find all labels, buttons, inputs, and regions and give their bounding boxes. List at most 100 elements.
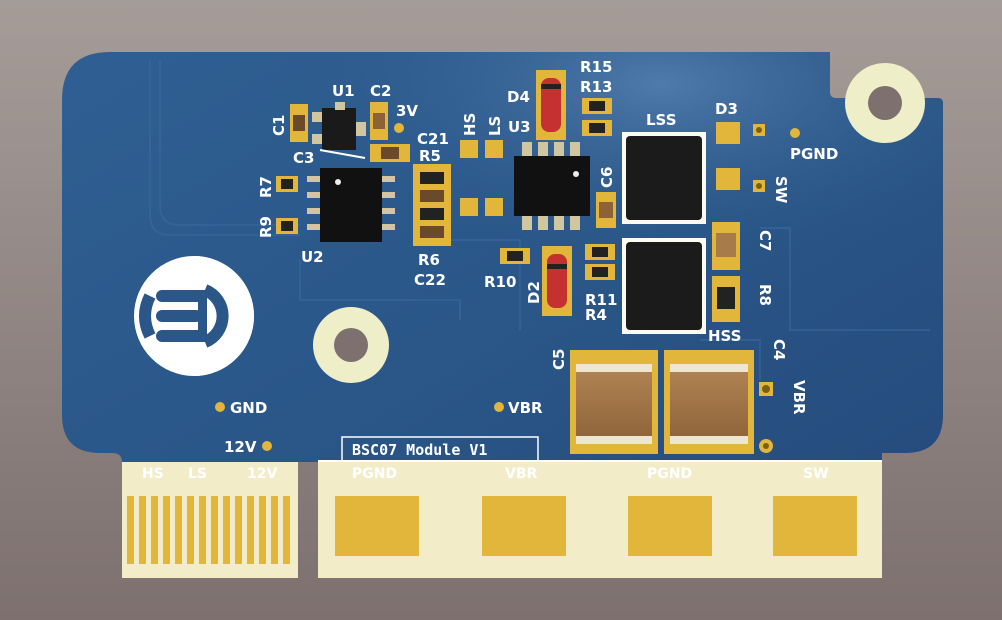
via-pgnd — [790, 128, 800, 138]
label-r7: R7 — [257, 176, 275, 198]
pad-test-1 — [460, 198, 478, 216]
pin-label-hs: HS — [142, 466, 164, 482]
pin-label-pgnd-2: PGND — [647, 466, 692, 482]
label-r6: R6 — [418, 251, 440, 269]
d2-diode — [542, 246, 572, 316]
label-u1: U1 — [332, 82, 355, 100]
pin-label-pgnd-1: PGND — [352, 466, 397, 482]
pad-ls-top — [485, 140, 503, 158]
label-c22: C22 — [414, 271, 446, 289]
pin-label-12v: 12V — [247, 466, 277, 482]
label-c21: C21 — [417, 130, 449, 148]
label-r5: R5 — [419, 147, 441, 165]
label-d4: D4 — [507, 88, 530, 106]
edge-connector-right — [318, 462, 882, 578]
edge-finger — [259, 496, 266, 564]
label-r4: R4 — [585, 306, 607, 324]
edge-finger — [163, 496, 170, 564]
label-vbr-mid: VBR — [508, 399, 543, 417]
r4-resistor — [585, 264, 615, 280]
via-12v — [262, 441, 272, 451]
edge-finger — [235, 496, 242, 564]
edge-finger — [139, 496, 146, 564]
d3-pad-a — [716, 122, 740, 144]
r8-resistor — [712, 276, 740, 322]
u1-regulator — [312, 102, 366, 150]
u3-driver — [514, 142, 590, 230]
label-r15: R15 — [580, 58, 612, 76]
label-u3: U3 — [508, 118, 531, 136]
label-pgnd-top: PGND — [790, 145, 838, 163]
r10-resistor — [500, 248, 530, 264]
label-r10: R10 — [484, 273, 516, 291]
edge-pad-vbr — [482, 496, 566, 556]
label-gnd: GND — [230, 399, 267, 417]
label-d2: D2 — [525, 281, 543, 304]
label-c2: C2 — [370, 82, 391, 100]
r11-resistor — [585, 244, 615, 260]
mounting-hole-2 — [845, 63, 925, 143]
label-hss: HSS — [708, 327, 742, 345]
trace-pattern — [149, 60, 930, 380]
edge-finger — [271, 496, 278, 564]
label-lss: LSS — [646, 111, 677, 129]
edge-finger — [283, 496, 290, 564]
label-d3: D3 — [715, 100, 738, 118]
r7-resistor — [276, 176, 298, 192]
via-vbr — [494, 402, 504, 412]
c3-capacitor — [370, 144, 410, 162]
r13-resistor — [582, 120, 612, 136]
lss-mosfet — [622, 132, 706, 224]
c6-capacitor — [596, 192, 616, 228]
label-c3: C3 — [293, 149, 314, 167]
edge-finger — [247, 496, 254, 564]
edge-pad-pgnd-1 — [335, 496, 419, 556]
c7-capacitor — [712, 222, 740, 270]
edge-pad-sw — [773, 496, 857, 556]
label-12v-mid: 12V — [224, 438, 257, 456]
edge-finger — [187, 496, 194, 564]
c4-capacitor — [664, 350, 754, 454]
c2-capacitor — [370, 102, 388, 140]
edge-finger — [199, 496, 206, 564]
label-c7: C7 — [756, 230, 774, 251]
label-3v: 3V — [396, 102, 418, 120]
edge-finger — [223, 496, 230, 564]
pin-label-vbr: VBR — [505, 466, 538, 482]
edge-finger — [175, 496, 182, 564]
pin-label-ls: LS — [188, 466, 207, 482]
resistor-array-r5-r6 — [413, 164, 451, 246]
c1-capacitor — [290, 104, 308, 142]
hss-mosfet — [622, 238, 706, 334]
edge-finger — [127, 496, 134, 564]
edge-pad-pgnd-2 — [628, 496, 712, 556]
label-r13: R13 — [580, 78, 612, 96]
label-r11: R11 — [585, 291, 617, 309]
label-c4: C4 — [770, 339, 788, 360]
r15-resistor — [582, 98, 612, 114]
label-sw-top: SW — [772, 176, 790, 204]
label-vbr-right: VBR — [790, 380, 808, 415]
label-r9: R9 — [257, 216, 275, 238]
pad-hs-top — [460, 140, 478, 158]
c5-capacitor — [570, 350, 658, 454]
d3-pad-b — [716, 168, 740, 190]
d4-diode — [536, 70, 566, 140]
module-title: BSC07 Module V1 — [352, 441, 487, 459]
module-title-box — [341, 436, 539, 462]
label-ls-top: LS — [486, 116, 504, 136]
edge-connector-left — [122, 462, 298, 578]
label-c6: C6 — [598, 167, 616, 188]
label-u2: U2 — [301, 248, 324, 266]
via-3v — [394, 123, 404, 133]
edge-finger — [151, 496, 158, 564]
via-gnd — [215, 402, 225, 412]
ed-logo — [134, 256, 254, 376]
label-c5: C5 — [550, 349, 568, 370]
label-hs-top: HS — [461, 113, 479, 136]
r9-resistor — [276, 218, 298, 234]
edge-finger — [211, 496, 218, 564]
label-c1: C1 — [270, 115, 288, 136]
pad-test-2 — [485, 198, 503, 216]
